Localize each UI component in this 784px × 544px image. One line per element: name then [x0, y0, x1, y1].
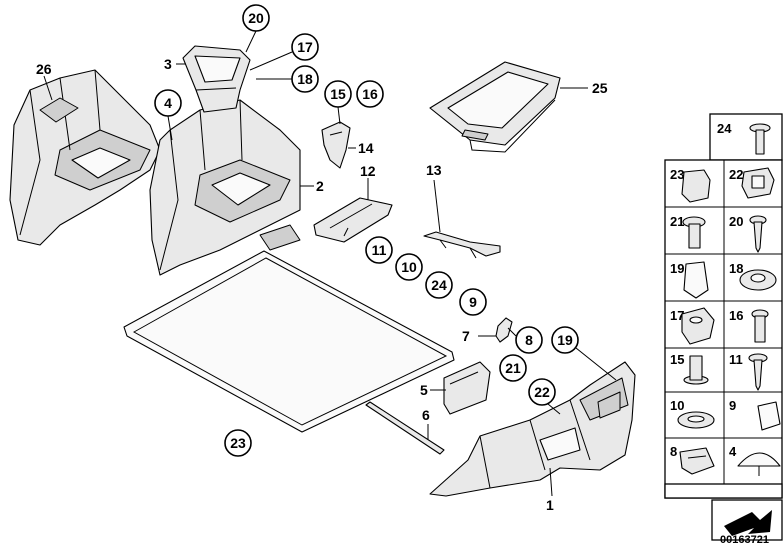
- cover-strip: [313, 197, 393, 243]
- callout-label: 7: [462, 328, 470, 344]
- callout-label: 14: [358, 140, 374, 156]
- grommet-icon: [739, 269, 777, 291]
- callout-label: 12: [360, 163, 376, 179]
- grid-cell-label: 16: [729, 308, 743, 323]
- bracket-clip: [321, 121, 351, 169]
- grid-cell-label: 4: [729, 444, 737, 459]
- storage-pocket: [182, 45, 251, 113]
- callout-circle: [528, 378, 556, 406]
- callout-label: 1: [546, 497, 554, 513]
- grid-cell-label: 11: [729, 352, 743, 367]
- grid-cell-label: 8: [670, 444, 677, 459]
- callout-label: 9: [469, 294, 477, 310]
- spring-nut-icon: [679, 447, 715, 475]
- grid-cell-label: 24: [717, 121, 732, 136]
- storage-tray: [429, 61, 561, 153]
- grid-cell-label: 18: [729, 261, 743, 276]
- grid-cell-label: 20: [729, 214, 743, 229]
- callout-label: 15: [330, 86, 346, 102]
- callout-circle: [515, 326, 543, 354]
- callout-label: 17: [297, 39, 313, 55]
- expanding-rivet-icon: [683, 355, 709, 385]
- callout-label: 5: [420, 382, 428, 398]
- push-rivet-icon: [749, 123, 771, 155]
- square-clip-icon: [741, 167, 775, 199]
- callout-circle: [459, 288, 487, 316]
- callout-label: 2: [316, 178, 324, 194]
- grid-cell-label: 15: [670, 352, 684, 367]
- callout-circle: [224, 429, 252, 457]
- callout-label: 26: [36, 61, 52, 77]
- edge-strip: [365, 401, 445, 455]
- callout-label: 4: [164, 95, 172, 111]
- plug-icon: [683, 261, 709, 299]
- floor-mat: [123, 250, 455, 433]
- callout-circle: [499, 354, 527, 382]
- rail-bracket: [423, 231, 501, 259]
- expansion-rivet-icon: [682, 216, 706, 249]
- callout-label: 19: [557, 332, 573, 348]
- callout-circle: [291, 33, 319, 61]
- callout-circle: [425, 271, 453, 299]
- callout-label: 16: [362, 86, 378, 102]
- clip-nut-icon: [681, 307, 715, 345]
- callout-circle: [356, 80, 384, 108]
- grid-cell-label: 22: [729, 167, 743, 182]
- callout-label: 24: [431, 277, 447, 293]
- screw-icon: [749, 215, 767, 253]
- dome-clip-icon: [737, 452, 781, 476]
- sleeve-icon: [757, 401, 781, 431]
- callout-label: 25: [592, 80, 608, 96]
- callout-circle: [242, 4, 270, 32]
- grid-cell-label: 21: [670, 214, 684, 229]
- rivet-icon: [751, 309, 769, 343]
- self-tapping-screw-icon: [748, 353, 768, 391]
- callout-label: 13: [426, 162, 442, 178]
- callout-label: 20: [248, 10, 264, 26]
- trunk-side-trim: [429, 361, 636, 497]
- grid-cell-label: 10: [670, 398, 684, 413]
- grid-cell-label: 19: [670, 261, 684, 276]
- grid-cell-label: 17: [670, 308, 684, 323]
- callout-circle: [395, 253, 423, 281]
- document-number: 00163721: [720, 534, 769, 544]
- washer-icon: [677, 411, 715, 429]
- callout-label: 3: [164, 56, 172, 72]
- fasteners-panel: 24 23 22 21 20 19 18 17 16 15 11 10 9 8 …: [664, 113, 783, 541]
- access-cover: [443, 361, 491, 415]
- callout-label: 21: [505, 360, 521, 376]
- callout-circle: [365, 236, 393, 264]
- callout-circle: [551, 326, 579, 354]
- right-trim-panel: [149, 99, 301, 276]
- callout-label: 11: [372, 242, 387, 258]
- callout-label: 22: [534, 384, 550, 400]
- arrow-symbol-icon: [711, 499, 783, 541]
- left-trim-panel: [9, 69, 161, 246]
- callout-label: 10: [401, 259, 417, 275]
- cap-nut-icon: [681, 169, 711, 203]
- callout-label: 6: [422, 407, 430, 423]
- callout-label: 23: [230, 435, 246, 451]
- callout-label: 18: [297, 71, 313, 87]
- callout-label: 8: [525, 332, 533, 348]
- grid-cell-label: 9: [729, 398, 736, 413]
- grid-cell-label: 23: [670, 167, 684, 182]
